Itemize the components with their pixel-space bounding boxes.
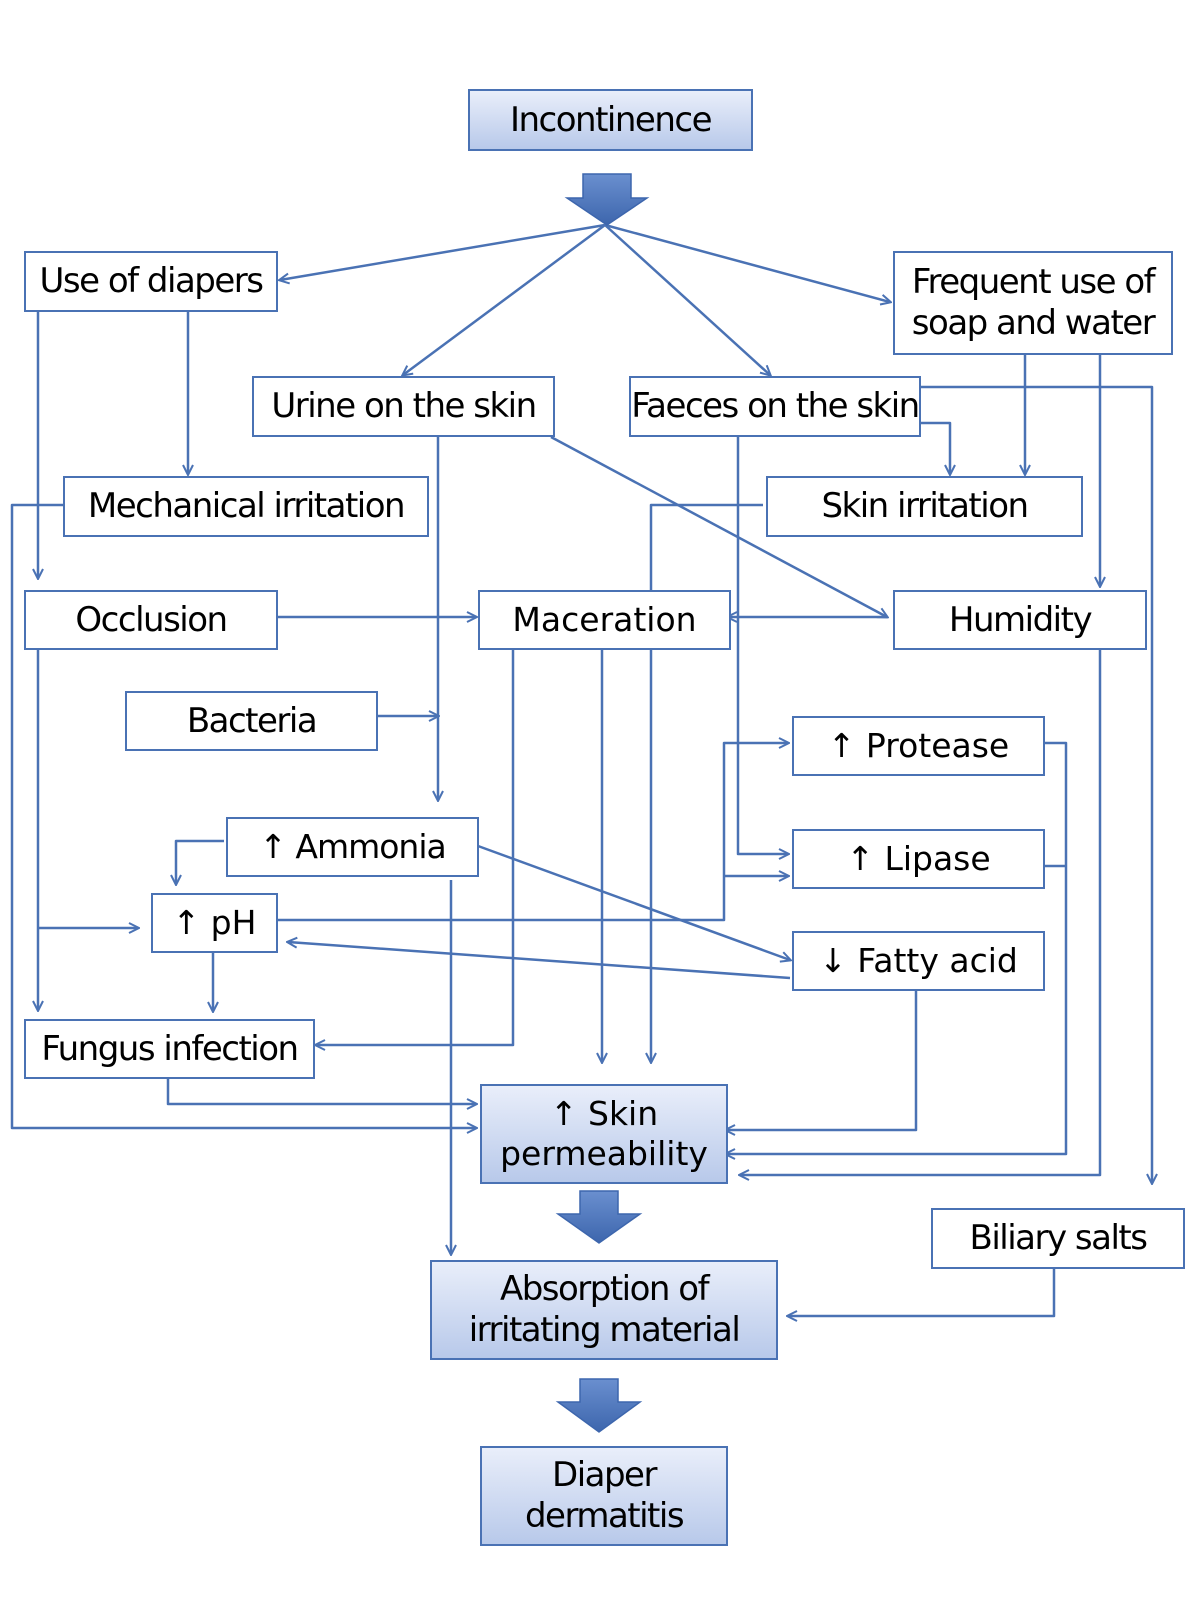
label-use-of-diapers: Use of diapers <box>39 261 264 302</box>
edge-fattyacid-permeability <box>726 988 918 1130</box>
label-biliary-salts: Biliary salts <box>969 1218 1148 1259</box>
node-absorption: Absorption of irritating material <box>430 1260 778 1360</box>
node-mechanical-irritation: Mechanical irritation <box>63 476 429 537</box>
label-absorption-2: irritating material <box>468 1310 741 1350</box>
node-fatty-acid: ↓ Fatty acid <box>792 931 1045 991</box>
edge-incontinence-faeces <box>604 224 770 375</box>
label-incontinence: Incontinence <box>509 99 713 140</box>
edge-humidity-permeability <box>740 648 1102 1175</box>
edge-urine-humidity <box>550 435 887 617</box>
node-frequent-soap: Frequent use of soap and water <box>893 251 1173 355</box>
node-ph: ↑ pH <box>151 893 278 953</box>
big-arrow-permeability <box>555 1190 643 1244</box>
edge-biliary-absorption <box>788 1266 1056 1316</box>
label-protease: ↑ Protease <box>827 726 1010 766</box>
node-protease: ↑ Protease <box>792 716 1045 776</box>
edge-mechanical-permeability <box>10 503 476 1128</box>
edge-fattyacid-ph <box>288 942 791 980</box>
node-lipase: ↑ Lipase <box>792 829 1045 889</box>
label-skin-irritation: Skin irritation <box>821 486 1029 527</box>
label-skin-permeability-2: permeability <box>500 1134 708 1173</box>
big-arrow-absorption <box>555 1378 643 1433</box>
label-faeces-on-skin: Faeces on the skin <box>631 386 920 427</box>
label-ammonia: ↑ Ammonia <box>259 827 447 867</box>
label-fatty-acid: ↓ Fatty acid <box>819 941 1018 981</box>
node-use-of-diapers: Use of diapers <box>24 251 278 312</box>
node-ammonia: ↑ Ammonia <box>226 817 479 877</box>
edge-skinirritation-permeability <box>651 503 763 1062</box>
node-fungus-infection: Fungus infection <box>24 1019 315 1079</box>
node-maceration: Maceration <box>478 590 731 650</box>
edge-ammonia-fattyacid <box>477 844 790 960</box>
node-humidity: Humidity <box>893 590 1147 650</box>
node-skin-permeability: ↑ Skin permeability <box>480 1084 728 1184</box>
big-arrow-incontinence <box>564 173 650 226</box>
node-incontinence: Incontinence <box>468 89 753 151</box>
label-diaper-dermatitis-1: Diaper <box>552 1455 657 1496</box>
node-biliary-salts: Biliary salts <box>931 1208 1185 1269</box>
edge-maceration-fungus <box>316 650 515 1045</box>
label-maceration: Maceration <box>512 600 697 640</box>
label-humidity: Humidity <box>948 599 1093 640</box>
node-diaper-dermatitis: Diaper dermatitis <box>480 1446 728 1546</box>
label-ph: ↑ pH <box>172 903 257 943</box>
label-lipase: ↑ Lipase <box>846 839 991 879</box>
node-faeces-on-skin: Faeces on the skin <box>629 376 921 437</box>
label-mechanical-irritation: Mechanical irritation <box>87 486 406 527</box>
node-bacteria: Bacteria <box>125 691 378 751</box>
edge-incontinence-diapers <box>280 223 606 280</box>
edge-incontinence-soap <box>604 223 890 302</box>
label-diaper-dermatitis-2: dermatitis <box>524 1496 685 1536</box>
node-skin-irritation: Skin irritation <box>766 476 1083 537</box>
label-frequent-soap-1: Frequent use of <box>911 262 1156 303</box>
node-urine-on-skin: Urine on the skin <box>252 376 555 437</box>
label-frequent-soap-2: soap and water <box>911 303 1156 343</box>
edge-ph-enzymes <box>278 743 788 922</box>
edge-protease-permeability <box>726 741 1068 1154</box>
edge-incontinence-urine <box>403 223 606 375</box>
edge-fungus-permeability <box>166 1076 476 1104</box>
label-skin-permeability-1: ↑ Skin <box>549 1094 659 1134</box>
label-occlusion: Occlusion <box>75 599 228 640</box>
label-absorption-1: Absorption of <box>499 1269 710 1310</box>
edge-faeces-biliary <box>913 385 1152 1183</box>
node-occlusion: Occlusion <box>24 590 278 650</box>
label-bacteria: Bacteria <box>186 700 318 741</box>
label-fungus-infection: Fungus infection <box>41 1028 299 1069</box>
edge-ammonia-ph <box>176 839 224 884</box>
edge-faeces-skinirritation <box>913 421 950 474</box>
label-urine-on-skin: Urine on the skin <box>271 386 537 427</box>
edge-faeces-lipase <box>736 437 788 854</box>
